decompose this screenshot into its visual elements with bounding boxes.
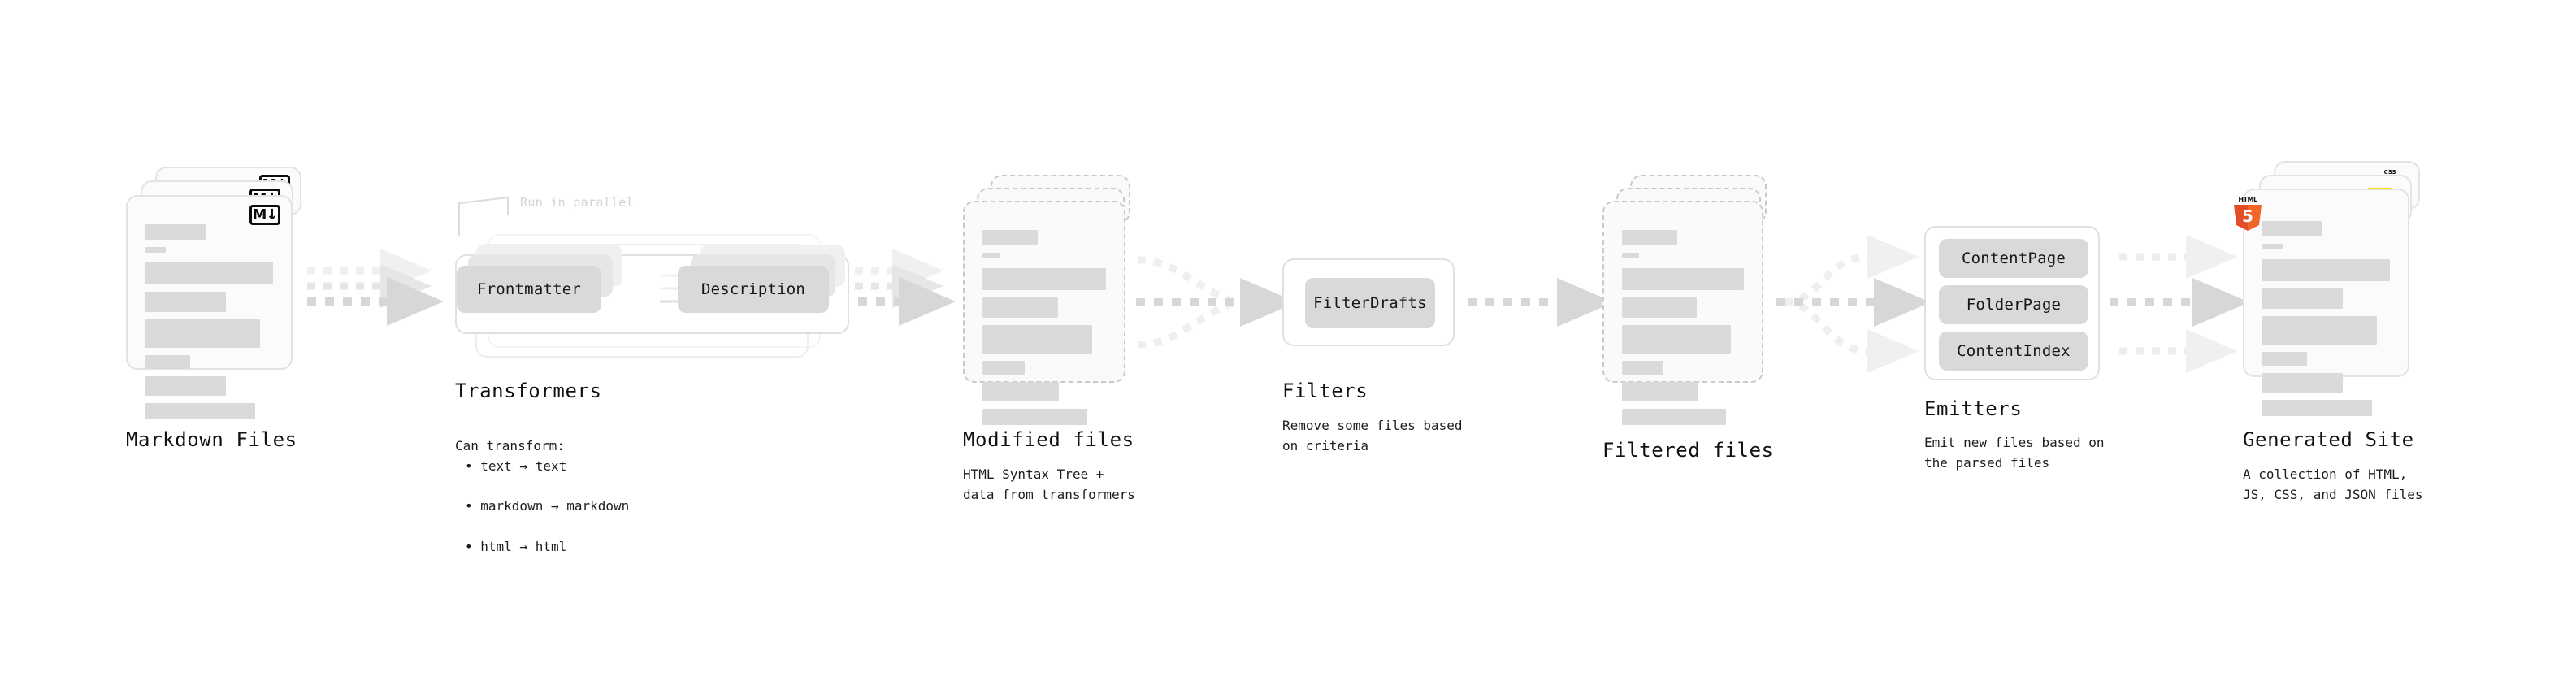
card-row [1622, 382, 1698, 401]
card-row [2262, 373, 2343, 393]
transformers-bullet-0: • text → text [465, 458, 567, 474]
card-row [1622, 409, 1726, 425]
card-row [982, 382, 1060, 401]
filters-box: FilterDrafts [1282, 258, 1455, 346]
card-row [2262, 352, 2307, 366]
transformer-chip-frontmatter-label: Frontmatter [476, 280, 582, 298]
card-row [145, 355, 190, 369]
emitters-box: ContentPage FolderPage ContentIndex [1924, 226, 2100, 380]
card-row [145, 247, 167, 253]
emitter-chip-folderpage-label: FolderPage [1966, 296, 2062, 314]
modified-files-title: Modified files [963, 428, 1134, 451]
arrow-emitters-to-site [2110, 235, 2249, 373]
card-row [982, 230, 1039, 245]
card-row [2262, 400, 2373, 416]
emitter-chip-contentindex[interactable]: ContentIndex [1939, 332, 2088, 371]
card-row [2262, 288, 2343, 309]
arrow-modified-to-filters [1136, 256, 1297, 349]
emitter-chip-contentpage-label: ContentPage [1961, 249, 2066, 267]
emitter-chip-folderpage[interactable]: FolderPage [1939, 285, 2088, 324]
card-row [1622, 268, 1744, 290]
card-row [145, 376, 226, 396]
markdown-icon: M↓ [249, 205, 280, 225]
generated-site-title: Generated Site [2243, 428, 2414, 451]
arrow-markdown-to-transformers [307, 249, 444, 326]
card-row [982, 268, 1106, 290]
card-row [1622, 253, 1639, 258]
card-row [2262, 244, 2283, 249]
transformers-bullet-0-text: text → text [480, 458, 567, 474]
emitter-chip-contentindex-label: ContentIndex [1957, 342, 2071, 360]
arrow-filtered-to-emitters [1776, 235, 1931, 373]
card-row [982, 409, 1088, 425]
transformer-chip-frontmatter[interactable]: Frontmatter [457, 266, 601, 313]
card-row [1622, 230, 1677, 245]
card-row [982, 325, 1093, 354]
transformers-bullet-2-text: html → html [480, 538, 567, 554]
css3-icon-label: CSS [2383, 169, 2396, 176]
run-in-parallel-label: Run in parallel [520, 195, 634, 210]
card-row [2262, 259, 2390, 281]
transformers-title: Transformers [455, 380, 602, 402]
filtered-files-title: Filtered files [1602, 439, 1774, 462]
card-row [145, 224, 206, 240]
filtered-card-rows [1622, 230, 1744, 432]
transformers-subtitle-lead: Can transform: [455, 437, 565, 453]
markdown-files-title: Markdown Files [126, 428, 297, 451]
emitter-chip-contentpage[interactable]: ContentPage [1939, 239, 2088, 278]
card-row [145, 319, 261, 348]
transformers-bullet-1: • markdown → markdown [465, 498, 630, 514]
transformers-bullet-1-text: markdown → markdown [480, 498, 630, 514]
transformers-subtitle: Can transform: • text → text • markdown … [455, 416, 629, 577]
emitters-title: Emitters [1924, 397, 2023, 420]
site-card-rows [2262, 221, 2390, 423]
markdown-card-rows [145, 224, 273, 427]
card-row [2262, 316, 2378, 345]
modified-card-front [963, 201, 1125, 425]
filters-title: Filters [1282, 380, 1368, 402]
card-row [1622, 325, 1731, 354]
markdown-icon-glyph: M↓ [252, 206, 279, 223]
filtered-card-front [1602, 201, 1763, 425]
transformers-box: Frontmatter Description [455, 245, 849, 334]
markdown-card-front: M↓ [126, 195, 293, 419]
card-row [2262, 221, 2322, 236]
filter-chip-filterdrafts-label: FilterDrafts [1313, 294, 1427, 312]
generated-site-subtitle: A collection of HTML, JS, CSS, and JSON … [2243, 466, 2423, 502]
html5-icon: HTML 5 [2234, 196, 2262, 231]
transformer-chip-description[interactable]: Description [678, 266, 829, 313]
html5-icon-label: HTML [2238, 196, 2257, 203]
transformer-chip-description-label: Description [700, 280, 806, 298]
filter-chip-filterdrafts[interactable]: FilterDrafts [1305, 278, 1435, 328]
modified-card-rows [982, 230, 1106, 432]
site-card-front: HTML 5 [2234, 189, 2409, 416]
card-row [982, 253, 1000, 258]
card-row [1622, 361, 1663, 375]
card-row [145, 262, 273, 284]
modified-files-subtitle: HTML Syntax Tree + data from transformer… [963, 466, 1135, 502]
card-row [982, 361, 1025, 375]
filters-subtitle: Remove some files based on criteria [1282, 418, 1463, 453]
card-row [145, 403, 256, 419]
transformers-bullet-2: • html → html [465, 538, 567, 554]
card-row [145, 292, 226, 312]
html5-icon-digit: 5 [2242, 206, 2253, 226]
emitters-subtitle: Emit new files based on the parsed files [1924, 435, 2105, 471]
run-in-parallel-bracket [458, 196, 509, 236]
card-row [1622, 297, 1697, 318]
card-row [982, 297, 1058, 318]
